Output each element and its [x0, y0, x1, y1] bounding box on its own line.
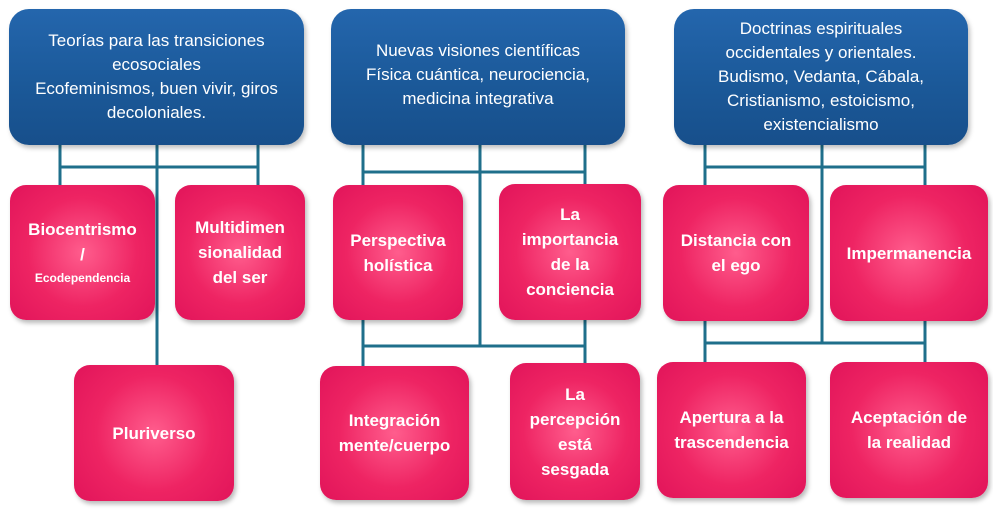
- node-label: La: [560, 205, 580, 224]
- node-multidimensionalidad: Multidimen sionalidad del ser: [175, 185, 305, 320]
- node-label: mente/cuerpo: [338, 436, 451, 455]
- node-label: importancia: [521, 230, 619, 249]
- node-label: Pluriverso: [112, 423, 196, 443]
- node-label: percepción: [529, 409, 621, 429]
- node-distancia-ego: Distancia con el ego: [663, 185, 809, 321]
- header-line: ecosociales: [112, 55, 201, 74]
- node-label: Distancia con: [680, 231, 792, 250]
- node-label: conciencia: [526, 280, 614, 299]
- node-label: trascendencia: [674, 433, 789, 452]
- header-line: medicina integrativa: [402, 89, 554, 108]
- node-label: /: [80, 244, 85, 264]
- header-line: Cristianismo, estoicismo,: [727, 91, 915, 110]
- node-label: holística: [363, 255, 433, 275]
- node-label: el ego: [711, 256, 761, 275]
- header-line: Teorías para las transiciones: [48, 31, 265, 50]
- node-importancia-conciencia: La importancia de la conciencia: [499, 184, 641, 320]
- node-perspectiva-holistica: Perspectiva holística: [333, 185, 463, 320]
- node-label: sesgada: [540, 459, 610, 479]
- node-label: Biocentrismo: [28, 219, 137, 239]
- header-line: decoloniales.: [106, 103, 207, 122]
- node-apertura-trascendencia: Apertura a la trascendencia: [657, 362, 806, 498]
- header-line: Física cuántica, neurociencia,: [366, 65, 590, 84]
- node-pluriverso: Pluriverso: [74, 365, 234, 501]
- node-label: Integración: [348, 411, 441, 430]
- node-percepcion-sesgada: La percepción está sesgada: [510, 363, 640, 500]
- node-label: Apertura a la: [679, 408, 784, 427]
- header-transiciones: Teorías para las transiciones ecosociale…: [9, 9, 304, 145]
- node-label: Aceptación de: [850, 408, 968, 427]
- header-line: Ecofeminismos, buen vivir, giros: [35, 79, 278, 98]
- node-label: Multidimen: [195, 218, 285, 237]
- node-label: La: [565, 384, 585, 404]
- node-label: Perspectiva: [350, 230, 446, 250]
- node-integracion-mente-cuerpo: Integración mente/cuerpo: [320, 366, 469, 500]
- node-label: la realidad: [866, 433, 952, 452]
- header-line: existencialismo: [763, 115, 879, 134]
- node-label: sionalidad: [197, 243, 283, 262]
- header-line: Doctrinas espirituales: [739, 19, 903, 38]
- node-label: Impermanencia: [846, 243, 972, 263]
- node-label: del ser: [212, 268, 268, 287]
- node-label: Ecodependencia: [34, 270, 131, 285]
- header-doctrinas-espirituales: Doctrinas espirituales occidentales y or…: [674, 9, 968, 145]
- header-visiones-cientificas: Nuevas visiones científicas Física cuánt…: [331, 9, 625, 145]
- header-line: Budismo, Vedanta, Cábala,: [717, 67, 925, 86]
- node-biocentrismo: Biocentrismo / Ecodependencia: [10, 185, 155, 320]
- node-aceptacion-realidad: Aceptación de la realidad: [830, 362, 988, 498]
- node-impermanencia: Impermanencia: [830, 185, 988, 321]
- node-label: de la: [550, 255, 590, 274]
- node-label: está: [557, 434, 593, 454]
- header-line: Nuevas visiones científicas: [375, 41, 581, 60]
- header-line: occidentales y orientales.: [725, 43, 917, 62]
